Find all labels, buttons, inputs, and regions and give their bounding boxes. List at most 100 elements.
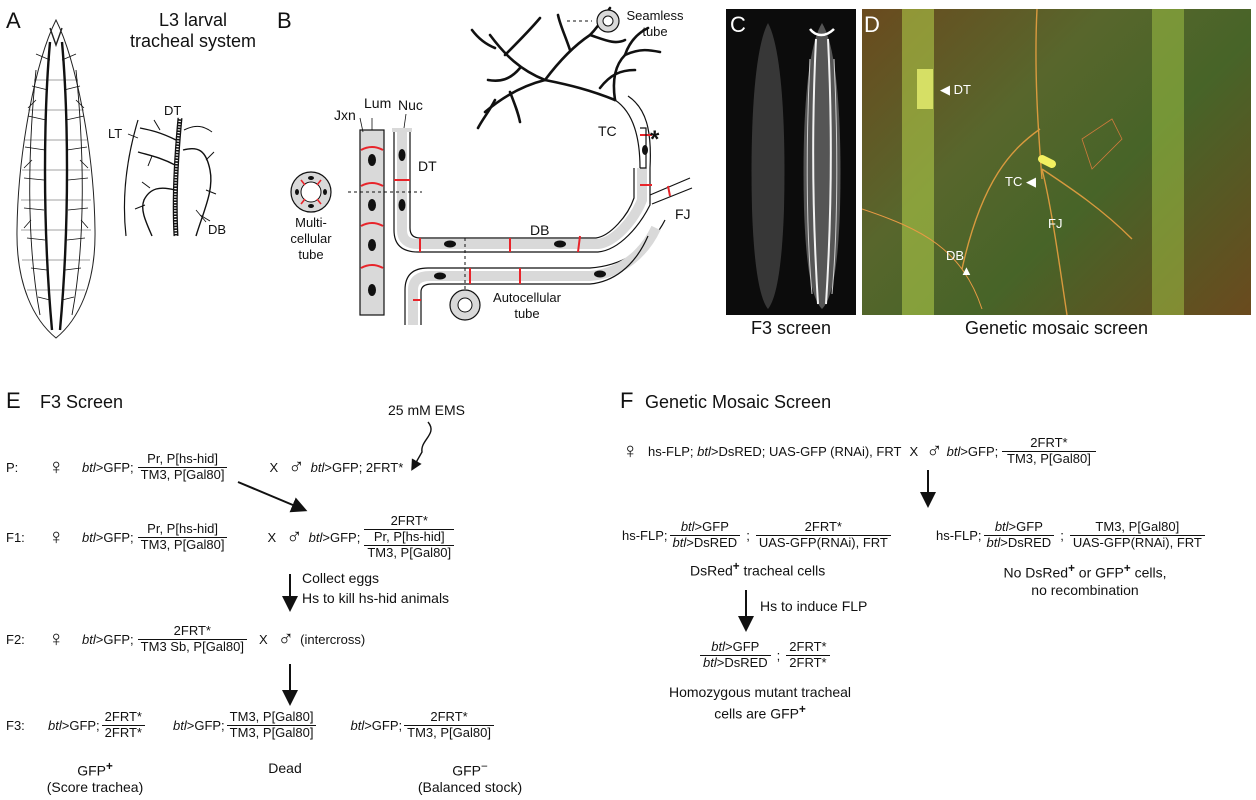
panel-d-caption: Genetic mosaic screen (964, 318, 1149, 338)
e-f1-row: F1: ♀ btl>GFP; Pr, P[hs-hid]TM3, P[Gal80… (6, 513, 455, 561)
female-mid-text: >DsRED; UAS-GFP (RNAi), FRT (710, 443, 902, 459)
gfp-text: >GFP (725, 639, 760, 654)
panel-a-title-line1: L3 larval (158, 10, 228, 30)
dt-nuclei (368, 154, 376, 296)
plus-sup: + (1123, 562, 1131, 575)
panel-a-title: L3 larval tracheal system (118, 10, 268, 52)
gfp-text: >GFP; (95, 631, 134, 647)
larva-branches (23, 53, 89, 301)
dsred-text: >DsRED (716, 654, 768, 670)
hsflp-text: hs-FLP; (648, 443, 698, 459)
frac-num: btl>GFP (700, 639, 771, 656)
panel-d-dt-text: DT (953, 82, 971, 97)
panel-b-seamless-label: Seamless tube (620, 8, 690, 40)
plus-sup: + (732, 560, 740, 573)
multi-line1: Multi- (295, 215, 327, 230)
frac-num: btl>GFP (983, 519, 1055, 536)
tc-stalk (614, 95, 651, 169)
panel-e-title: F3 Screen (40, 392, 124, 412)
btl-text: btl (308, 529, 323, 545)
no-recombination-text: no recombination (1031, 581, 1139, 598)
progeny2-fraction-b: TM3, P[Gal80]UAS-GFP(RNAi), FRT (1069, 519, 1205, 551)
gfp-text: >GFP; (322, 529, 361, 545)
f3-class1-outcome: GFP+ (Score trachea) (40, 760, 150, 795)
mosaic-fluorescence-image (862, 9, 1184, 315)
gfp-text: >GFP; (960, 443, 999, 459)
btl-text: btl (82, 459, 96, 475)
minus-sup: − (480, 760, 488, 773)
btl-text: btl (986, 534, 1001, 550)
btl-text: btl (82, 631, 96, 647)
homozygous-line1: Homozygous mutant tracheal (668, 684, 852, 700)
dsred-text: >DsRED (1000, 534, 1052, 550)
frac-den: 2FRT* (789, 654, 827, 670)
e-f3-row: F3: btl>GFP; 2FRT*2FRT* btl>GFP; TM3, P[… (6, 709, 494, 741)
lt-pointer (127, 133, 139, 139)
panel-b-jxn-label: Jxn (334, 107, 356, 123)
panel-d-tc-label: TC ◀ (1005, 174, 1036, 189)
frac-num: 2FRT* (755, 519, 891, 536)
f3-class3-outcome: GFP− (Balanced stock) (410, 760, 530, 795)
tube-schematic (290, 6, 693, 325)
btl-text: btl (48, 717, 62, 733)
f3-class2-fraction: TM3, P[Gal80]TM3, P[Gal80] (226, 709, 317, 741)
panel-d-tc-text: TC (1005, 174, 1023, 189)
multi-line3: tube (298, 247, 324, 262)
dt-junctions (360, 146, 384, 269)
frac-den: TM3, P[Gal80] (140, 466, 225, 482)
panel-b-lum-label: Lum (364, 95, 392, 111)
frac-num: TM3, P[Gal80] (1069, 519, 1205, 536)
frac-den: TM3, P[Gal80] (229, 724, 314, 740)
hsflp-text: hs-FLP; (622, 527, 668, 543)
f1-male-genotype: btl>GFP; (309, 530, 361, 545)
homozygous-line2: cells are GFP (714, 705, 799, 722)
fusion-joint (649, 177, 693, 205)
btl-text: btl (350, 717, 365, 733)
f1-female-genotype: btl>GFP; (82, 530, 134, 545)
balanced-text: (Balanced stock) (417, 778, 523, 795)
larva-tracheal-drawing (16, 18, 217, 339)
dorsal-branch-inner (409, 128, 635, 239)
panel-b-fj-label: FJ (675, 206, 691, 222)
frac-den: TM3, P[Gal80] (140, 536, 225, 552)
frac-num: 2FRT* (101, 709, 145, 726)
frac-den: TM3, P[Gal80] (1007, 450, 1091, 466)
frac-num: 2FRT* (137, 623, 247, 640)
autocellular-tube-inner (420, 235, 649, 325)
db-nuclei (398, 149, 566, 248)
gen-f2-label: F2: (6, 631, 25, 647)
frac-den: btl>DsRED (700, 654, 771, 671)
btl-text: btl (697, 443, 711, 459)
plus-sup: + (1068, 562, 1075, 575)
mouth-hooks (49, 27, 63, 48)
panel-d-db-text: DB (946, 248, 965, 263)
multi-line2: cellular (290, 231, 332, 246)
f-male-fraction: 2FRT*TM3, P[Gal80] (1002, 435, 1096, 467)
panel-a-lt-label: LT (108, 126, 123, 141)
homozygous-note: Homozygous mutant tracheal cells are GFP… (660, 684, 860, 723)
panel-b-dt-label: DT (418, 158, 437, 174)
btl-text: btl (994, 519, 1009, 534)
panel-f-label: F (620, 388, 634, 413)
panel-b-label: B (277, 8, 292, 33)
frac-num: 2FRT* (1002, 435, 1096, 452)
btl-text: btl (82, 529, 96, 545)
female-symbol: ♀ (48, 524, 65, 550)
dsred-text: >DsRED (686, 534, 738, 550)
f-male-genotype: btl>GFP; (947, 444, 999, 459)
panel-a-label: A (6, 8, 21, 33)
frac-num: 2FRT* (364, 513, 455, 530)
panel-a-dt-label: DT (164, 103, 182, 118)
panel-b-autocellular-label: Autocellular tube (482, 290, 572, 322)
dsred-tracheal-cells: DsRed+ tracheal cells (690, 560, 825, 579)
hs-induce-flp: Hs to induce FLP (760, 598, 868, 614)
dorsal-branch-fill (397, 128, 647, 249)
panel-d-fj-label: FJ (1048, 216, 1063, 231)
ems-arrow (237, 421, 432, 706)
f3-class2-outcome: Dead (268, 760, 302, 776)
btl-text: btl (672, 534, 687, 550)
frac-den: btl>DsRED (670, 534, 741, 551)
multicellular-section (290, 171, 422, 213)
